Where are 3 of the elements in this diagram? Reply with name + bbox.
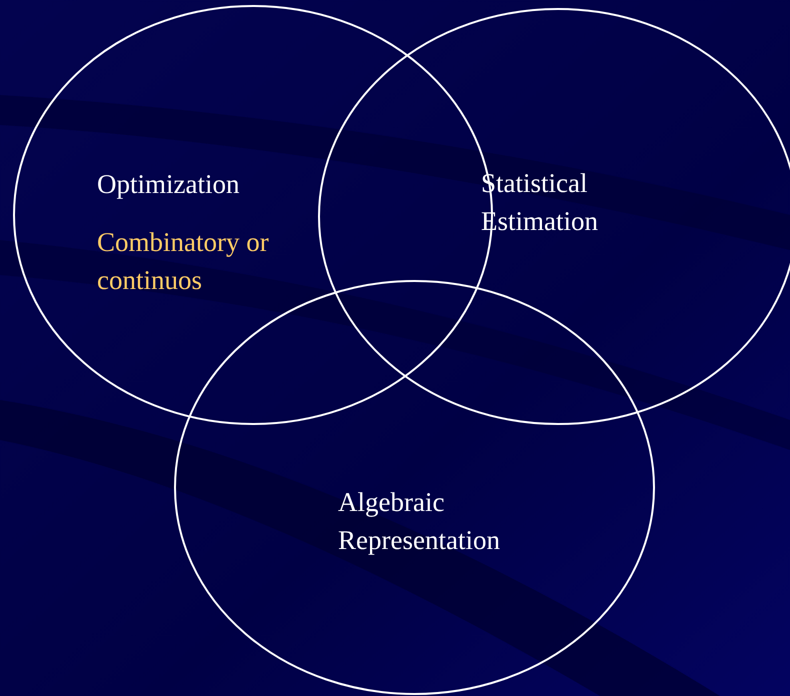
circle-label: Optimization (97, 168, 240, 201)
circle-subtitle: Combinatory or continuos (97, 226, 270, 297)
circle-label: Algebraic Representation (338, 486, 501, 557)
